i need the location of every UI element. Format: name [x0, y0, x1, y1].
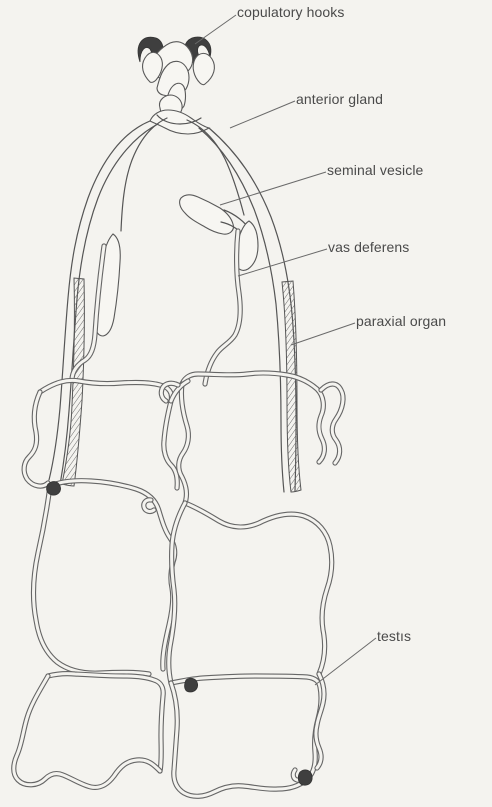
anterior-gland-label: anterior gland [296, 91, 383, 107]
testis-label: testıs [377, 628, 411, 644]
dark-accent-center [185, 678, 198, 692]
copulatory-hooks-label: copulatory hooks [237, 4, 344, 20]
paraxial-organ-label: paraxial organ [356, 313, 446, 329]
dark-accent-right [298, 770, 312, 785]
dark-accent-left [47, 482, 61, 496]
seminal-vesicle-label: seminal vesicle [327, 162, 424, 178]
vas-deferens-label: vas deferens [328, 239, 409, 255]
